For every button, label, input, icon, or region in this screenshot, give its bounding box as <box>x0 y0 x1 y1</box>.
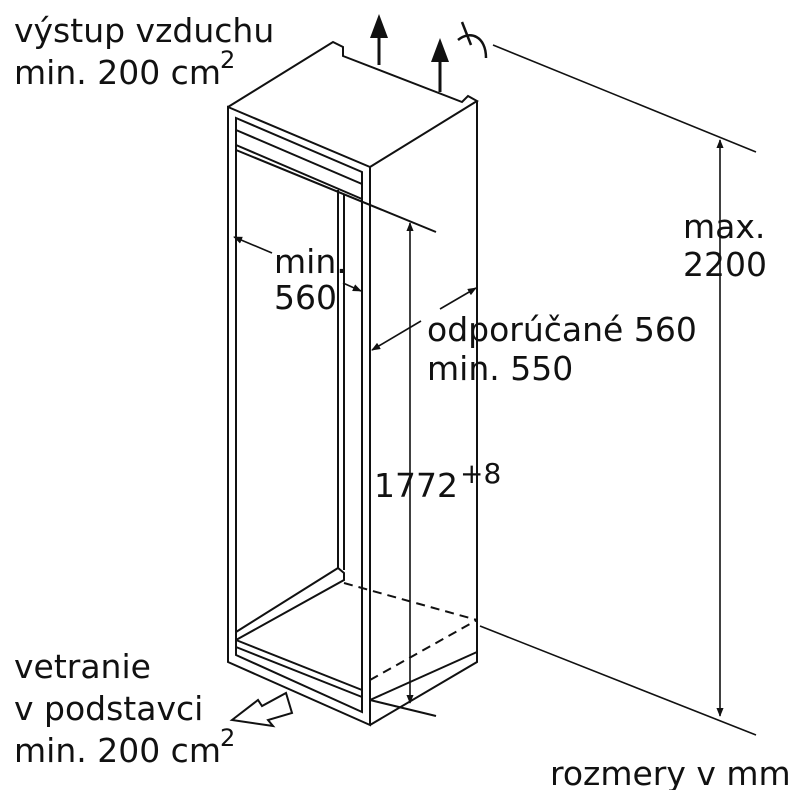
vent-arrow <box>229 691 294 728</box>
depth-label-line1: odporúčané 560 <box>427 310 697 349</box>
units-note: rozmery v mm <box>550 757 791 790</box>
max-height-label-line2: 2200 <box>683 245 767 284</box>
hidden-edges <box>343 582 478 681</box>
dimension-lines <box>233 44 757 736</box>
niche-height-tolerance: +8 <box>460 457 502 490</box>
vent-label-line2: v podstavci <box>14 689 204 728</box>
max-height-label-line1: max. <box>683 207 766 246</box>
depth-label-line2: min. 550 <box>427 349 574 388</box>
cabinet-outline <box>227 40 479 727</box>
ceiling-symbol <box>457 21 488 59</box>
vent-superscript: 2 <box>220 724 236 752</box>
air-outlet-superscript: 2 <box>220 46 236 74</box>
air-outlet-label-line2: min. 200 cm <box>14 53 221 92</box>
vent-label-line1: vetranie <box>14 647 151 686</box>
min-width-label-line1: min. <box>274 242 347 281</box>
air-outlet-arrows <box>370 14 449 92</box>
vent-label-line3: min. 200 cm <box>14 731 221 770</box>
niche-height-label: 1772 <box>374 466 458 505</box>
min-width-label-line2: 560 <box>274 278 337 317</box>
air-outlet-label-line1: výstup vzduchu <box>14 11 275 50</box>
